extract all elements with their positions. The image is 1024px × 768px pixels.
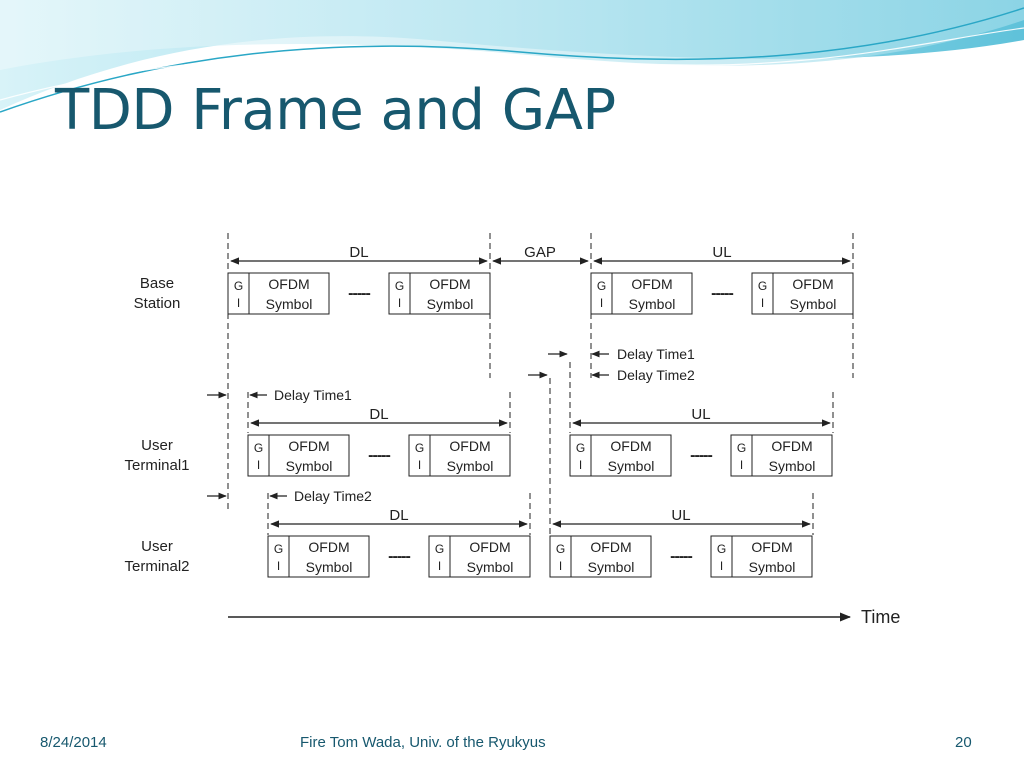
- gi-label: G: [717, 542, 726, 556]
- page-number: 20: [955, 734, 972, 751]
- symbol-label: Symbol: [427, 296, 474, 312]
- symbol-label: Symbol: [266, 296, 313, 312]
- footer-credit: Fire Tom Wada, Univ. of the Ryukyus: [300, 734, 546, 751]
- gi-label: G: [758, 279, 767, 293]
- symbol-label: Symbol: [467, 559, 514, 575]
- gi-label: G: [737, 441, 746, 455]
- ofdm-label: OFDM: [449, 438, 490, 454]
- symbol-label: Symbol: [790, 296, 837, 312]
- gi-label: G: [254, 441, 263, 455]
- delay-time-1-label-ut1: Delay Time1: [274, 387, 352, 403]
- gi-label: I: [720, 559, 723, 573]
- ofdm-label: OFDM: [771, 438, 812, 454]
- symbol-box: [227, 272, 330, 315]
- symbol-box: [247, 434, 350, 477]
- ellipsis: -----: [348, 285, 370, 302]
- symbol-box: [549, 535, 652, 578]
- symbol-box: [710, 535, 813, 578]
- ul-label-ut2: UL: [671, 507, 690, 524]
- gi-label: I: [237, 296, 240, 310]
- symbol-box: [751, 272, 854, 315]
- symbol-label: Symbol: [286, 458, 333, 474]
- symbol-box: [569, 434, 672, 477]
- time-axis-label: Time: [861, 607, 900, 627]
- row-label-base-station: Base: [140, 275, 174, 292]
- ofdm-label: OFDM: [268, 276, 309, 292]
- gi-label: I: [257, 458, 260, 472]
- symbol-box: [388, 272, 491, 315]
- symbol-box: [267, 535, 370, 578]
- footer-date: 8/24/2014: [40, 734, 107, 751]
- gi-label: I: [761, 296, 764, 310]
- symbol-label: Symbol: [769, 458, 816, 474]
- ofdm-label: OFDM: [288, 438, 329, 454]
- gi-label: G: [556, 542, 565, 556]
- gi-label: I: [740, 458, 743, 472]
- symbol-label: Symbol: [629, 296, 676, 312]
- ofdm-label: OFDM: [610, 438, 651, 454]
- symbol-label: Symbol: [588, 559, 635, 575]
- gap-label: GAP: [524, 244, 556, 261]
- dl-label-base: DL: [349, 244, 368, 261]
- symbol-box: [730, 434, 833, 477]
- ofdm-label: OFDM: [429, 276, 470, 292]
- row-label-user-terminal-1-2: Terminal1: [124, 457, 189, 474]
- row-label-user-terminal-1: User: [141, 437, 173, 454]
- ofdm-label: OFDM: [792, 276, 833, 292]
- symbol-label: Symbol: [447, 458, 494, 474]
- gi-label: I: [579, 458, 582, 472]
- ofdm-label: OFDM: [751, 539, 792, 555]
- ellipsis: -----: [670, 548, 692, 565]
- ul-label-base: UL: [712, 244, 731, 261]
- symbol-label: Symbol: [749, 559, 796, 575]
- ofdm-label: OFDM: [631, 276, 672, 292]
- gi-label: G: [576, 441, 585, 455]
- symbol-label: Symbol: [608, 458, 655, 474]
- row-label-user-terminal-2-2: Terminal2: [124, 558, 189, 575]
- gi-label: G: [274, 542, 283, 556]
- ofdm-label: OFDM: [308, 539, 349, 555]
- gi-label: G: [597, 279, 606, 293]
- slide-title: TDD Frame and GAP: [55, 78, 616, 143]
- gi-label: I: [559, 559, 562, 573]
- gi-label: I: [398, 296, 401, 310]
- row-label-user-terminal-2: User: [141, 538, 173, 555]
- ofdm-label: OFDM: [469, 539, 510, 555]
- symbol-box: [428, 535, 531, 578]
- ellipsis: -----: [711, 285, 733, 302]
- ellipsis: -----: [690, 447, 712, 464]
- symbol-box: [408, 434, 511, 477]
- ofdm-symbol-blocks: GIOFDMSymbol-----GIOFDMSymbolGIOFDMSymbo…: [227, 272, 854, 578]
- delay-time-2-label-base: Delay Time2: [617, 367, 695, 383]
- ofdm-label: OFDM: [590, 539, 631, 555]
- dl-label-ut2: DL: [389, 507, 408, 524]
- gi-label: I: [600, 296, 603, 310]
- gi-label: I: [418, 458, 421, 472]
- gi-label: G: [395, 279, 404, 293]
- header-wave-decoration: [0, 0, 1024, 113]
- delay-time-2-label-ut2: Delay Time2: [294, 488, 372, 504]
- dl-label-ut1: DL: [369, 406, 388, 423]
- ul-label-ut1: UL: [691, 406, 710, 423]
- gi-label: G: [234, 279, 243, 293]
- gi-label: G: [435, 542, 444, 556]
- gi-label: I: [277, 559, 280, 573]
- symbol-box: [590, 272, 693, 315]
- ellipsis: -----: [388, 548, 410, 565]
- delay-time-1-label-base: Delay Time1: [617, 346, 695, 362]
- row-label-base-station-2: Station: [134, 295, 181, 312]
- symbol-label: Symbol: [306, 559, 353, 575]
- gi-label: G: [415, 441, 424, 455]
- ellipsis: -----: [368, 447, 390, 464]
- gi-label: I: [438, 559, 441, 573]
